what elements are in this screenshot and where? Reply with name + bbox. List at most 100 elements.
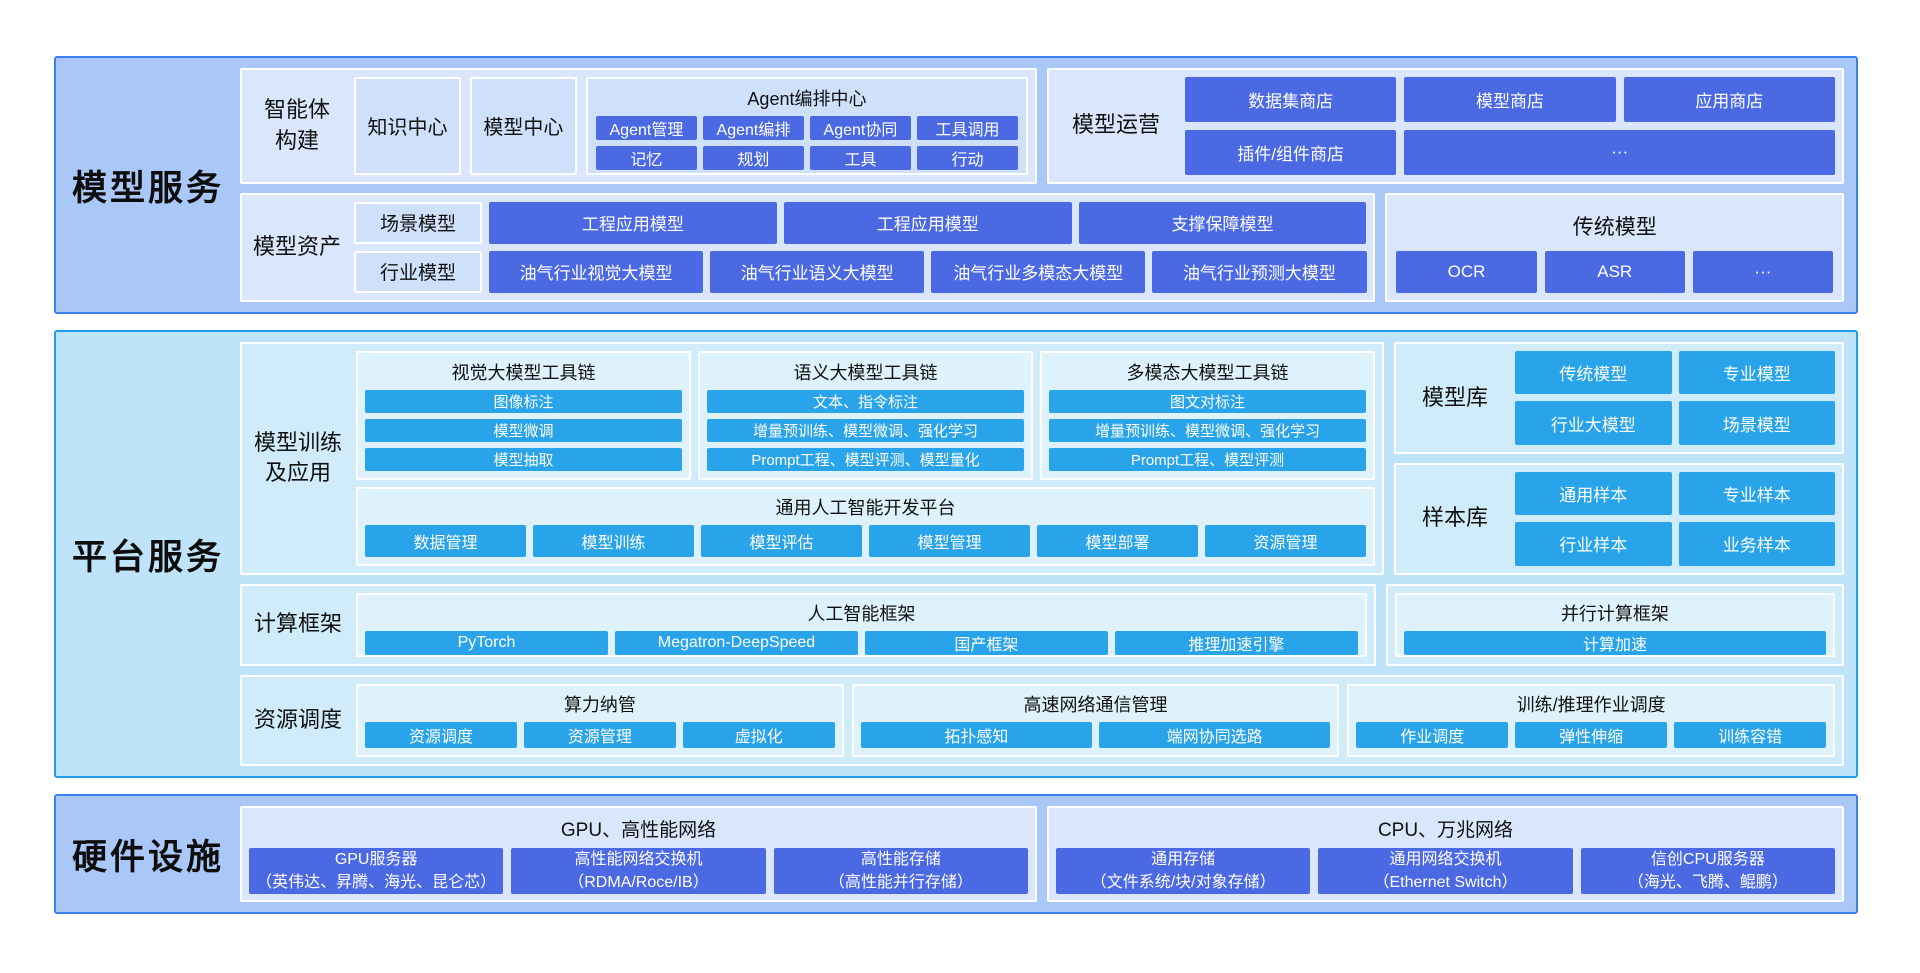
button-traditional-more[interactable]: ··· bbox=[1692, 251, 1833, 293]
button-action[interactable]: 行动 bbox=[916, 146, 1018, 170]
button-engineering-app-model-1[interactable]: 工程应用模型 bbox=[489, 201, 777, 244]
button-training-fault-tolerance[interactable]: 训练容错 bbox=[1674, 721, 1827, 748]
button-app-store[interactable]: 应用商店 bbox=[1623, 77, 1835, 122]
panel-sample-repo: 样本库 通用样本 专业样本 行业样本 业务样本 bbox=[1394, 462, 1844, 575]
panel-vision-toolchain: 视觉大模型工具链 图像标注 模型微调 模型抽取 bbox=[356, 351, 691, 480]
button-ops-more[interactable]: ··· bbox=[1404, 129, 1835, 175]
title-traditional-model: 传统模型 bbox=[1572, 216, 1657, 240]
title-semantic-toolchain: 语义大模型工具链 bbox=[793, 363, 938, 383]
button-resource-manage-dev[interactable]: 资源管理 bbox=[1205, 524, 1366, 557]
hardware-body: GPU、高性能网络 GPU服务器 （英伟达、昇腾、海光、昆仑芯） 高性能网络交换… bbox=[240, 796, 1856, 912]
title-compute-governance: 算力纳管 bbox=[563, 694, 636, 715]
button-resource-manage[interactable]: 资源管理 bbox=[523, 721, 676, 748]
button-tool-call[interactable]: 工具调用 bbox=[916, 116, 1018, 140]
button-pytorch[interactable]: PyTorch bbox=[365, 630, 608, 655]
button-memory[interactable]: 记忆 bbox=[595, 146, 697, 170]
panel-semantic-toolchain: 语义大模型工具链 文本、指令标注 增量预训练、模型微调、强化学习 Prompt工… bbox=[698, 351, 1033, 480]
panel-traditional-model: 传统模型 OCR ASR ··· bbox=[1385, 192, 1844, 302]
button-gpu-server[interactable]: GPU服务器 （英伟达、昇腾、海光、昆仑芯） bbox=[249, 848, 504, 895]
button-agent-collaborate[interactable]: Agent协同 bbox=[809, 116, 911, 140]
button-scene-model-repo[interactable]: 场景模型 bbox=[1678, 401, 1835, 445]
panel-parallel-framework: 并行计算框架 计算加速 bbox=[1394, 592, 1835, 657]
button-tools[interactable]: 工具 bbox=[809, 146, 911, 170]
button-prompt-eval-quant[interactable]: Prompt工程、模型评测、模型量化 bbox=[707, 447, 1024, 471]
model-repo-grid: 传统模型 专业模型 行业大模型 场景模型 bbox=[1515, 351, 1835, 445]
button-image-annotation[interactable]: 图像标注 bbox=[365, 390, 682, 413]
row-model-assets: 模型资产 场景模型 工程应用模型 工程应用模型 支撑保障模型 行业模型 油气行业… bbox=[240, 192, 1844, 302]
title-agent-orchestration-center: Agent编排中心 bbox=[747, 89, 867, 109]
label-agent-build: 智能体构建 bbox=[263, 97, 330, 153]
button-virtualization[interactable]: 虚拟化 bbox=[682, 721, 835, 748]
button-image-text-annotation[interactable]: 图文对标注 bbox=[1049, 390, 1366, 413]
button-job-schedule[interactable]: 作业调度 bbox=[1356, 721, 1509, 748]
button-domestic-framework[interactable]: 国产框架 bbox=[864, 630, 1108, 655]
button-model-deploy[interactable]: 模型部署 bbox=[1037, 524, 1198, 557]
tag-scene-model: 场景模型 bbox=[354, 201, 482, 244]
button-inference-engine[interactable]: 推理加速引擎 bbox=[1114, 630, 1358, 655]
button-model-train[interactable]: 模型训练 bbox=[533, 524, 694, 557]
section-platform-service: 平台服务 模型训练及应用 视觉大模型工具链 图像标注 模型微调 模型抽取 bbox=[54, 330, 1858, 778]
button-model-store[interactable]: 模型商店 bbox=[1404, 77, 1616, 122]
general-storage-name: 通用存储 bbox=[1151, 851, 1216, 868]
button-dataset-store[interactable]: 数据集商店 bbox=[1185, 77, 1397, 122]
panel-compute-governance: 算力纳管 资源调度 资源管理 虚拟化 bbox=[356, 683, 844, 757]
button-hp-storage[interactable]: 高性能存储 （高性能并行存储） bbox=[773, 848, 1028, 895]
button-xinchuang-cpu-server[interactable]: 信创CPU服务器 （海光、飞腾、鲲鹏） bbox=[1580, 848, 1835, 895]
button-net-path-select[interactable]: 端网协同选路 bbox=[1099, 721, 1331, 748]
button-text-instruction-annotation[interactable]: 文本、指令标注 bbox=[707, 390, 1024, 413]
button-traditional-model-repo[interactable]: 传统模型 bbox=[1515, 351, 1672, 395]
button-oilgas-semantic-model[interactable]: 油气行业语义大模型 bbox=[710, 250, 925, 293]
panel-model-ops: 模型运营 数据集商店 模型商店 应用商店 插件/组件商店 ··· bbox=[1047, 68, 1844, 184]
panel-network-comm: 高速网络通信管理 拓扑感知 端网协同选路 bbox=[851, 683, 1340, 757]
button-data-manage[interactable]: 数据管理 bbox=[365, 524, 526, 557]
button-oilgas-multimodal-model[interactable]: 油气行业多模态大模型 bbox=[931, 250, 1146, 293]
button-ocr[interactable]: OCR bbox=[1396, 251, 1537, 293]
button-model-evaluate[interactable]: 模型评估 bbox=[701, 524, 862, 557]
button-asr[interactable]: ASR bbox=[1544, 251, 1685, 293]
title-ai-framework: 人工智能框架 bbox=[807, 603, 916, 624]
button-topology-aware[interactable]: 拓扑感知 bbox=[860, 721, 1093, 748]
button-industry-sample[interactable]: 行业样本 bbox=[1515, 522, 1672, 566]
button-professional-sample[interactable]: 专业样本 bbox=[1678, 471, 1835, 516]
button-incremental-pretrain-multimodal[interactable]: 增量预训练、模型微调、强化学习 bbox=[1049, 418, 1366, 442]
button-general-sample[interactable]: 通用样本 bbox=[1515, 471, 1672, 516]
button-model-extract[interactable]: 模型抽取 bbox=[365, 447, 682, 471]
model-ops-grid: 数据集商店 模型商店 应用商店 插件/组件商店 ··· bbox=[1185, 77, 1835, 175]
button-professional-model[interactable]: 专业模型 bbox=[1678, 351, 1835, 395]
button-engineering-app-model-2[interactable]: 工程应用模型 bbox=[783, 201, 1072, 244]
button-model-finetune[interactable]: 模型微调 bbox=[365, 418, 682, 442]
button-business-sample[interactable]: 业务样本 bbox=[1678, 522, 1835, 566]
button-support-model[interactable]: 支撑保障模型 bbox=[1078, 201, 1367, 244]
button-resource-schedule[interactable]: 资源调度 bbox=[365, 721, 517, 748]
vision-toolchain-buttons: 图像标注 模型微调 模型抽取 bbox=[365, 390, 682, 471]
button-agent-orchestrate[interactable]: Agent编排 bbox=[702, 116, 804, 140]
button-planning[interactable]: 规划 bbox=[702, 146, 804, 170]
button-oilgas-vision-model[interactable]: 油气行业视觉大模型 bbox=[489, 250, 704, 293]
button-ethernet-switch[interactable]: 通用网络交换机 （Ethernet Switch） bbox=[1318, 848, 1573, 895]
button-elastic-scale[interactable]: 弹性伸缩 bbox=[1515, 721, 1668, 748]
panel-dev-platform: 通用人工智能开发平台 数据管理 模型训练 模型评估 模型管理 模型部署 资源管理 bbox=[356, 486, 1375, 566]
button-general-storage[interactable]: 通用存储 （文件系统/块/对象存储） bbox=[1056, 848, 1311, 895]
label-model-assets: 模型资产 bbox=[252, 233, 341, 259]
button-plugin-store[interactable]: 插件/组件商店 bbox=[1185, 129, 1397, 175]
panel-model-repo: 模型库 传统模型 专业模型 行业大模型 场景模型 bbox=[1394, 342, 1844, 454]
box-knowledge-center[interactable]: 知识中心 bbox=[354, 77, 461, 175]
model-service-body: 智能体构建 知识中心 模型中心 Agent编排中心 Agent管理 Agent编… bbox=[240, 58, 1856, 312]
button-agent-manage[interactable]: Agent管理 bbox=[595, 116, 697, 140]
box-model-center[interactable]: 模型中心 bbox=[469, 77, 577, 175]
title-vision-toolchain: 视觉大模型工具链 bbox=[451, 363, 596, 383]
button-compute-accelerate[interactable]: 计算加速 bbox=[1403, 630, 1826, 655]
button-model-manage[interactable]: 模型管理 bbox=[869, 524, 1030, 557]
traditional-model-buttons: OCR ASR ··· bbox=[1396, 251, 1833, 293]
button-industry-large-model[interactable]: 行业大模型 bbox=[1515, 401, 1672, 445]
button-hp-network-switch[interactable]: 高性能网络交换机 （RDMA/Roce/IB） bbox=[511, 848, 766, 895]
button-prompt-eval[interactable]: Prompt工程、模型评测 bbox=[1049, 447, 1366, 471]
button-incremental-pretrain-semantic[interactable]: 增量预训练、模型微调、强化学习 bbox=[707, 418, 1024, 442]
panel-cpu-network: CPU、万兆网络 通用存储 （文件系统/块/对象存储） 通用网络交换机 （Eth… bbox=[1047, 806, 1844, 902]
button-oilgas-predict-model[interactable]: 油气行业预测大模型 bbox=[1152, 250, 1367, 293]
button-megatron-deepspeed[interactable]: Megatron-DeepSpeed bbox=[614, 630, 858, 655]
section-title-model-service: 模型服务 bbox=[71, 168, 224, 208]
section-title-hardware: 硬件设施 bbox=[71, 837, 224, 877]
label-model-training: 模型训练及应用 bbox=[253, 429, 342, 486]
xinchuang-cpu-server-detail: （海光、飞腾、鲲鹏） bbox=[1627, 874, 1788, 892]
